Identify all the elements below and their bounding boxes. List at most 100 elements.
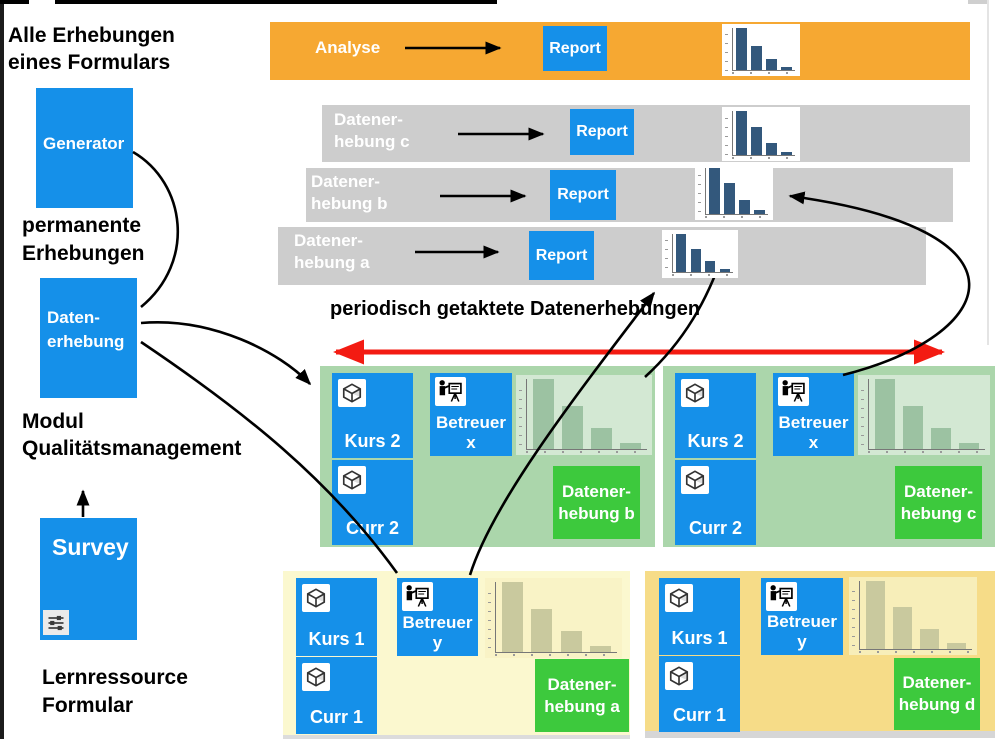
report-chart-c xyxy=(722,107,800,161)
collection-box-d: Datener- hebung d xyxy=(894,658,980,730)
datenerhebung-box: Daten- erhebung xyxy=(40,278,137,398)
left-edge-strip xyxy=(0,0,4,739)
collection-box-a: Datener- hebung a xyxy=(535,659,629,732)
curr-box: Curr 1 xyxy=(659,656,740,732)
panel-chart-green-1 xyxy=(516,375,652,455)
kurs-box: Kurs 2 xyxy=(675,373,756,458)
analysis-label: Analyse xyxy=(315,38,381,57)
heading-all-surveys: Alle Erhebungen eines Formulars xyxy=(8,24,175,74)
datenerhebung-to-green-panel-arrow xyxy=(140,321,312,386)
histogram-bar xyxy=(754,209,765,214)
report-chart-a xyxy=(662,230,738,278)
heading-modul-qm: Modul Qualitätsmanagement xyxy=(22,410,242,460)
collection-row-c-report: Report xyxy=(570,109,634,155)
histogram-bar xyxy=(502,582,523,652)
histogram-bar xyxy=(533,379,554,449)
report-label: Report xyxy=(576,123,628,140)
histogram-bar xyxy=(751,126,762,155)
top-edge-line xyxy=(55,0,497,4)
histogram-bar xyxy=(724,182,735,214)
cube-icon xyxy=(665,662,693,690)
curr-label: Curr 1 xyxy=(309,707,363,727)
histogram-bar xyxy=(751,45,762,70)
report-label: Report xyxy=(557,186,609,203)
kurs-box: Kurs 2 xyxy=(332,373,413,458)
histogram-bar xyxy=(874,379,895,449)
curr-label: Curr 1 xyxy=(672,705,726,725)
histogram-bar xyxy=(719,268,730,272)
panel-chart-green-2 xyxy=(858,375,990,455)
curr-box: Curr 2 xyxy=(675,460,756,545)
betreuer-box: Betreuer x xyxy=(773,373,854,456)
cube-icon xyxy=(681,466,709,494)
histogram-bar xyxy=(591,428,612,449)
histogram-bar xyxy=(705,261,716,272)
cube-icon xyxy=(665,584,693,612)
histogram-bar xyxy=(781,151,792,155)
histogram-bar xyxy=(947,642,967,649)
histogram-bar xyxy=(690,249,701,272)
cube-icon xyxy=(338,379,366,407)
curr-box: Curr 2 xyxy=(332,460,413,545)
betreuer-label: Betreuer y xyxy=(402,613,473,652)
curr-box: Curr 1 xyxy=(296,657,377,734)
histogram-bar xyxy=(560,631,582,652)
analysis-report-box: Report xyxy=(543,26,607,71)
betreuer-box: Betreuer y xyxy=(397,578,478,656)
histogram-bar xyxy=(781,66,792,70)
histogram-bar xyxy=(531,608,553,652)
kurs-label: Kurs 2 xyxy=(344,431,401,451)
histogram-bar xyxy=(931,428,952,449)
presenter-icon xyxy=(766,582,797,611)
collection-row-a-label: Datener- hebung a xyxy=(294,231,370,272)
datenerhebung-label: Daten- erhebung xyxy=(47,308,125,351)
report-label: Report xyxy=(535,246,588,264)
analysis-row xyxy=(270,22,970,80)
heading-permanent-surveys: permanente Erhebungen xyxy=(22,214,145,265)
cube-icon xyxy=(681,379,709,407)
histogram-bar xyxy=(959,442,980,449)
betreuer-label: Betreuer x xyxy=(436,413,506,452)
histogram-bar xyxy=(620,442,641,449)
kurs-label: Kurs 1 xyxy=(308,629,365,649)
report-chart-analyse xyxy=(722,24,800,76)
cube-icon xyxy=(302,663,330,691)
curr-label: Curr 2 xyxy=(688,518,742,538)
presenter-icon xyxy=(435,377,466,406)
collection-box-c: Datener- hebung c xyxy=(895,466,982,539)
sliders-icon xyxy=(43,610,69,635)
panel-shadow xyxy=(283,735,630,739)
histogram-bar xyxy=(736,28,747,70)
top-right-tab xyxy=(968,0,988,4)
report-chart-b xyxy=(695,164,773,220)
kurs-box: Kurs 1 xyxy=(296,578,377,656)
collection-row-b-label: Datener- hebung b xyxy=(311,172,388,213)
curr-label: Curr 2 xyxy=(345,518,399,538)
periodic-heading: periodisch getaktete Datenerhebungen xyxy=(330,298,701,320)
generator-label: Generator xyxy=(43,134,125,153)
histogram-bar xyxy=(766,58,777,70)
histogram-bar xyxy=(562,405,583,449)
kurs-label: Kurs 1 xyxy=(671,628,728,648)
histogram-bar xyxy=(590,645,611,652)
histogram-bar xyxy=(676,234,687,272)
presenter-icon xyxy=(402,582,433,611)
panel-chart-yellow-2 xyxy=(849,577,977,655)
kurs-label: Kurs 2 xyxy=(687,431,744,451)
histogram-bar xyxy=(903,405,923,449)
betreuer-label: Betreuer y xyxy=(767,612,837,651)
top-edge-line xyxy=(0,0,29,4)
histogram-bar xyxy=(766,142,777,155)
histogram-bar xyxy=(736,111,747,155)
histogram-bar xyxy=(892,606,912,649)
generator-box: Generator xyxy=(36,88,133,208)
collection-row-c xyxy=(322,105,970,162)
collection-row-b xyxy=(306,168,953,222)
kurs-box: Kurs 1 xyxy=(659,578,740,655)
collection-row-b-report: Report xyxy=(550,170,616,220)
panel-shadow xyxy=(645,731,995,738)
betreuer-label: Betreuer x xyxy=(778,413,849,452)
histogram-bar xyxy=(709,168,720,214)
betreuer-box: Betreuer y xyxy=(761,578,843,655)
right-edge-line xyxy=(987,0,989,345)
